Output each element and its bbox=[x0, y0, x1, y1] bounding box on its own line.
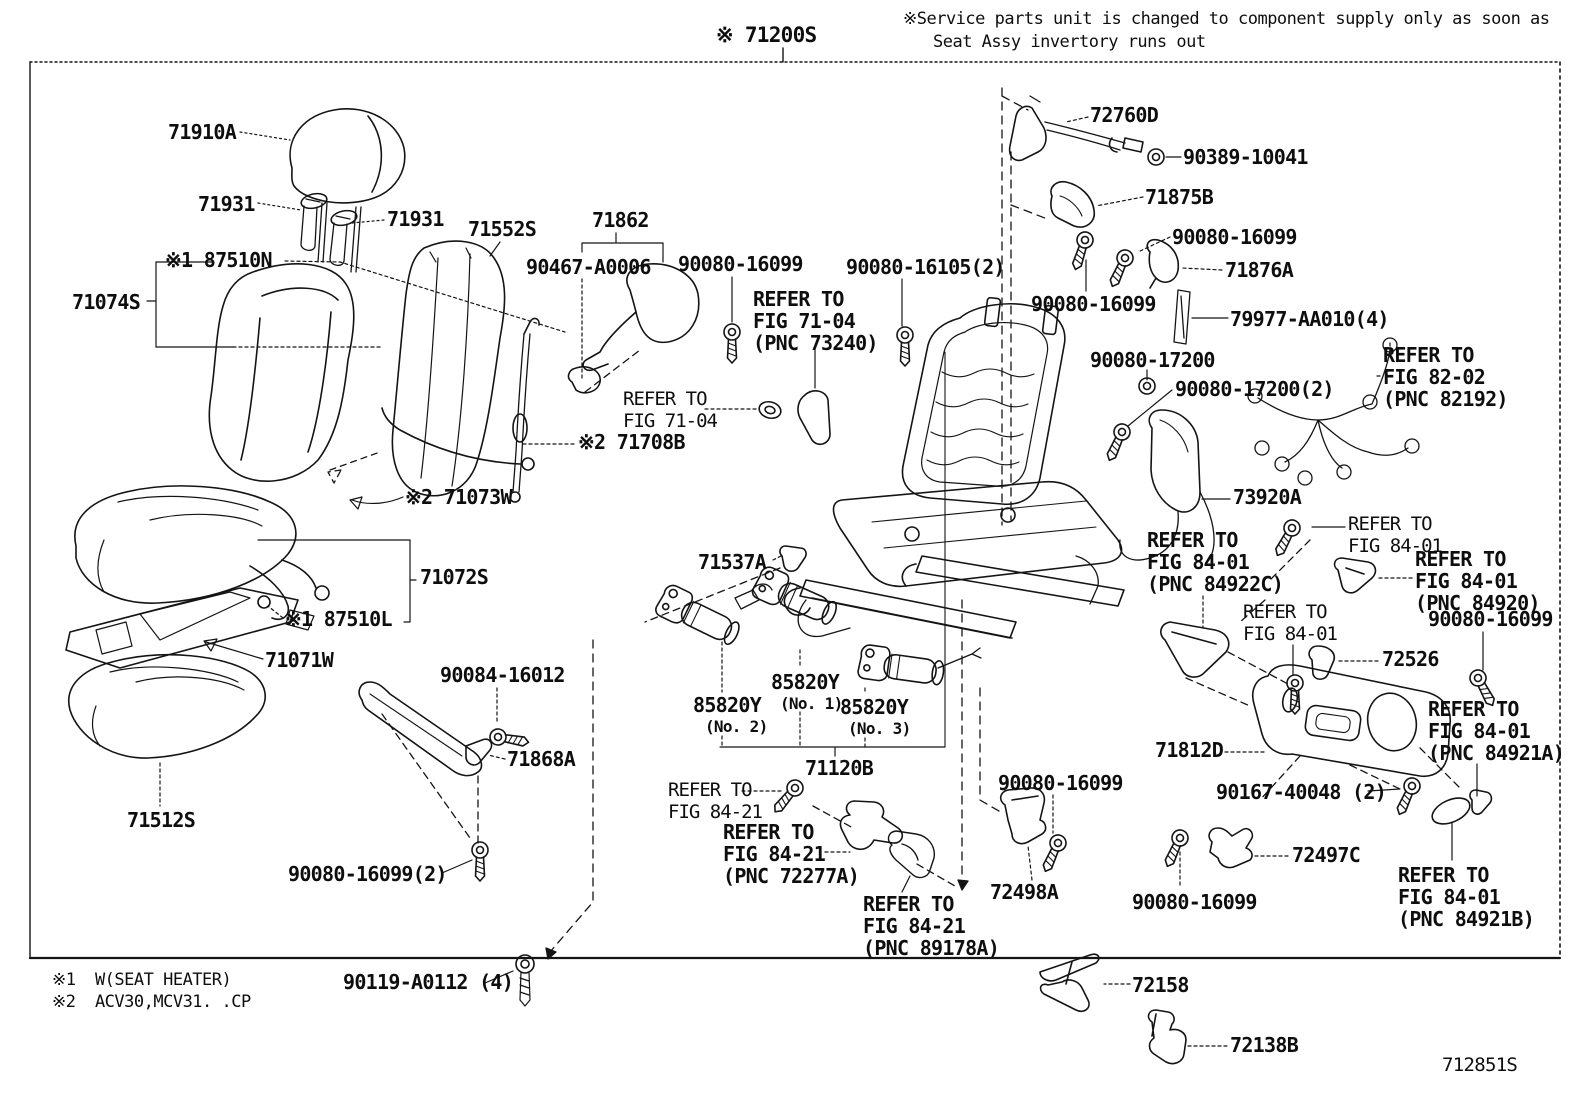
part-sublabel-no2: (No. 2) bbox=[705, 717, 768, 736]
seat-back-wire-drawing bbox=[381, 317, 540, 503]
part-label-72498a: 72498A bbox=[990, 880, 1059, 904]
part-label-90080-16099-x2: 90080-16099(2) bbox=[288, 862, 447, 886]
construction-lines bbox=[327, 87, 1463, 960]
ref-label-fig84-01-pnc84921b: REFER TO FIG 84-01 (PNC 84921B) bbox=[1398, 863, 1535, 931]
part-label-90080-16099-a: 90080-16099 bbox=[678, 252, 803, 276]
part-label-87510l: ※1 87510L bbox=[285, 607, 392, 631]
part-label-87510n: ※1 87510N bbox=[165, 248, 272, 272]
diagram-code: 712851S bbox=[1442, 1054, 1518, 1076]
lumbar-cable-drawing bbox=[1008, 95, 1191, 345]
service-note-line1: ※Service parts unit is changed to compon… bbox=[903, 9, 1550, 29]
part-label-90080-16099-c: 90080-16099 bbox=[1172, 225, 1297, 249]
wire-harness-drawing bbox=[1247, 337, 1420, 486]
part-label-72138b: 72138B bbox=[1230, 1033, 1299, 1057]
part-label-90167-40048: 90167-40048 (2) bbox=[1216, 780, 1387, 804]
bottom-clips-drawing bbox=[1039, 953, 1187, 1065]
ref-label-fig84-01-pnc84921a: REFER TO FIG 84-01 (PNC 84921A) bbox=[1428, 697, 1565, 765]
part-label-90080-17200-2: 90080-17200(2) bbox=[1175, 377, 1334, 401]
part-label-90080-16099-b: 90080-16099 bbox=[1031, 292, 1156, 316]
ref-label-fig71-04: REFER TO FIG 71-04 bbox=[623, 388, 718, 432]
part-label-72158: 72158 bbox=[1132, 973, 1189, 997]
part-label-72497c: 72497C bbox=[1292, 843, 1361, 867]
part-label-71074s: 71074S bbox=[72, 290, 141, 314]
part-label-72526: 72526 bbox=[1382, 647, 1439, 671]
assembly-ref-label: ※ 71200S bbox=[716, 23, 817, 47]
part-label-71512s: 71512S bbox=[127, 808, 196, 832]
ref-label-fig84-21-pnc89178a: REFER TO FIG 84-21 (PNC 89178A) bbox=[863, 892, 1000, 960]
part-label-71812d: 71812D bbox=[1155, 738, 1224, 762]
part-sublabel-no3: (No. 3) bbox=[848, 719, 911, 738]
part-label-71071w: 71071W bbox=[265, 648, 334, 672]
part-label-90389-10041: 90389-10041 bbox=[1183, 145, 1308, 169]
part-label-72760d: 72760D bbox=[1090, 103, 1159, 127]
fasteners-drawing bbox=[471, 229, 1501, 1007]
part-label-90119-a0112: 90119-A0112 (4) bbox=[343, 970, 514, 994]
cushion-shield-drawing bbox=[358, 681, 493, 777]
part-label-71072s: 71072S bbox=[420, 565, 489, 589]
part-label-71910a: 71910A bbox=[168, 120, 237, 144]
ref-label-fig84-01-pnc84920: REFER TO FIG 84-01 (PNC 84920) bbox=[1415, 547, 1540, 615]
ref-label-fig71-04-pnc73240: REFER TO FIG 71-04 (PNC 73240) bbox=[753, 287, 878, 355]
cushion-heater-drawing bbox=[65, 587, 315, 669]
part-label-71120b: 71120B bbox=[805, 756, 874, 780]
slide-motors-drawing bbox=[652, 545, 982, 691]
part-sublabel-no1: (No. 1) bbox=[780, 694, 843, 713]
service-note-line2: Seat Assy invertory runs out bbox=[933, 32, 1206, 52]
recliner-parts-drawing bbox=[999, 557, 1493, 869]
part-label-90080-16099-e: 90080-16099 bbox=[998, 771, 1123, 795]
part-label-73920a: 73920A bbox=[1233, 485, 1302, 509]
part-label-90080-16099-f: 90080-16099 bbox=[1132, 890, 1257, 914]
part-label-71708b: ※2 71708B bbox=[578, 430, 685, 454]
part-label-90080-16105: 90080-16105(2) bbox=[846, 255, 1005, 279]
part-label-71875b: 71875B bbox=[1145, 185, 1214, 209]
recliner-shield-drawing bbox=[567, 263, 831, 446]
ref-label-fig84-01-b: REFER TO FIG 84-01 bbox=[1243, 601, 1338, 645]
seat-frame-drawing bbox=[783, 296, 1125, 639]
ref-label-fig84-01-a: REFER TO FIG 84-01 bbox=[1348, 513, 1443, 557]
part-label-90084-16012: 90084-16012 bbox=[440, 663, 565, 687]
ref-label-fig84-21-pnc72277a: REFER TO FIG 84-21 (PNC 72277A) bbox=[723, 820, 860, 888]
part-label-85820y-no1: 85820Y bbox=[771, 670, 840, 694]
leader-lines bbox=[146, 116, 1484, 1047]
part-label-71073w: ※2 71073W bbox=[405, 485, 512, 509]
seat-back-pad-drawing bbox=[391, 240, 506, 497]
ref-label-fig82-02-pnc82192: REFER TO FIG 82-02 (PNC 82192) bbox=[1383, 343, 1508, 411]
headrest-drawing bbox=[289, 108, 406, 273]
part-label-90080-16099-d: 90080-16099 bbox=[1428, 607, 1553, 631]
ref-label-fig84-21-a: REFER TO FIG 84-21 bbox=[668, 779, 763, 823]
footnote-1: ※1 W(SEAT HEATER) bbox=[52, 970, 232, 990]
part-label-90467-a0006: 90467-A0006 bbox=[526, 255, 651, 279]
part-label-71862: 71862 bbox=[592, 208, 649, 232]
part-label-71537a: 71537A bbox=[698, 550, 767, 574]
ref-label-fig84-01-pnc84922c: REFER TO FIG 84-01 (PNC 84922C) bbox=[1147, 528, 1284, 596]
part-label-71868a: 71868A bbox=[507, 747, 576, 771]
part-label-71552s: 71552S bbox=[468, 217, 537, 241]
side-airbag-drawing bbox=[1119, 409, 1215, 566]
diagram-border bbox=[28, 47, 1562, 960]
seat-cushion-cover-drawing bbox=[74, 485, 330, 621]
part-label-85820y-no3: 85820Y bbox=[840, 695, 909, 719]
part-label-71931-right: 71931 bbox=[387, 207, 444, 231]
part-label-90080-17200: 90080-17200 bbox=[1090, 348, 1215, 372]
part-label-71876a: 71876A bbox=[1225, 258, 1294, 282]
seat-back-cover-drawing bbox=[208, 263, 355, 482]
footnote-2: ※2 ACV30,MCV31. .CP bbox=[52, 992, 251, 1012]
part-label-85820y-no2: 85820Y bbox=[693, 693, 762, 717]
seat-cushion-pad-drawing bbox=[68, 654, 266, 759]
part-label-71931-left: 71931 bbox=[198, 192, 255, 216]
part-label-79977-aa010: 79977-AA010(4) bbox=[1230, 307, 1389, 331]
